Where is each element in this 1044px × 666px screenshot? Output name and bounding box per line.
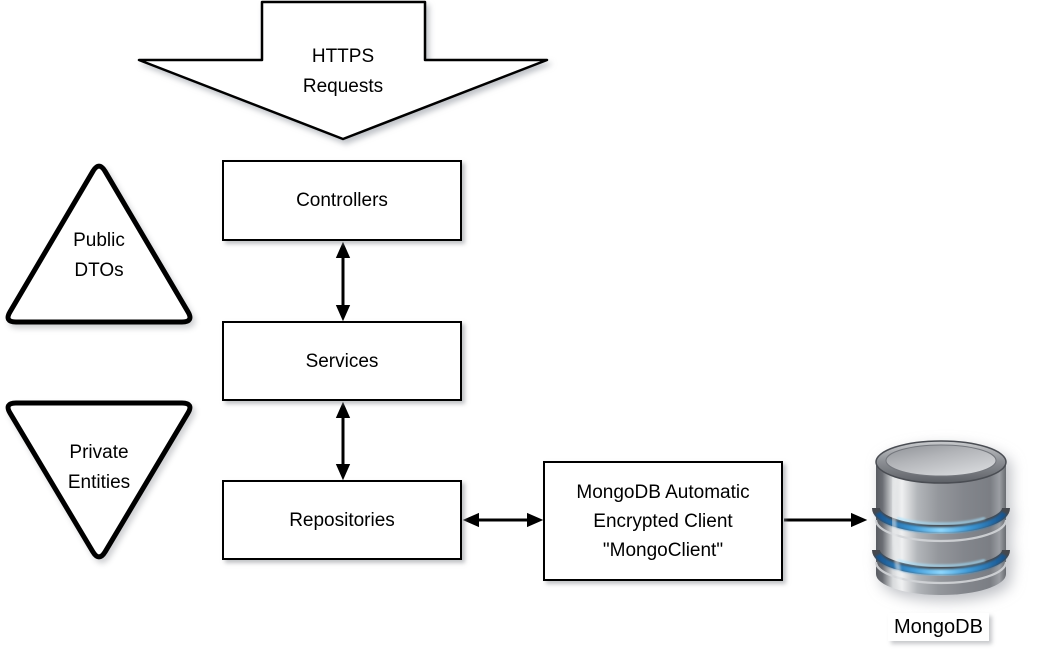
mongodb-label: MongoDB	[888, 613, 989, 641]
mongodb-database-icon	[872, 440, 1010, 595]
services-box: Services	[222, 321, 462, 401]
db-highlight-streak	[891, 473, 904, 587]
controllers-label: Controllers	[296, 190, 388, 211]
mongo-client-line3: "MongoClient"	[602, 539, 724, 561]
client-database-connector	[784, 512, 868, 528]
services-label: Services	[305, 350, 379, 372]
private-entities-line2: Entities	[67, 472, 131, 493]
db-lid	[875, 440, 1007, 484]
services-repositories-connector	[335, 401, 351, 481]
mongo-client-box: MongoDB Automatic Encrypted Client "Mong…	[543, 461, 783, 581]
db-groove-top	[872, 507, 1010, 543]
https-requests-line1: HTTPS	[311, 46, 375, 67]
public-dtos-label: Public DTOs	[29, 226, 169, 286]
private-entities-label: Private Entities	[29, 438, 169, 498]
mongo-client-line1: MongoDB Automatic	[576, 481, 750, 503]
https-requests-line2: Requests	[302, 76, 384, 97]
controllers-services-connector	[335, 241, 351, 322]
https-requests-label: HTTPS Requests	[243, 42, 443, 102]
mongo-client-line2: Encrypted Client	[593, 510, 733, 532]
repositories-client-connector	[462, 512, 544, 528]
public-dtos-line2: DTOs	[74, 260, 124, 281]
private-entities-line1: Private	[69, 442, 129, 463]
repositories-label: Repositories	[289, 509, 395, 531]
public-dtos-line1: Public	[73, 230, 125, 251]
controllers-box: Controllers	[222, 160, 462, 241]
repositories-box: Repositories	[222, 480, 462, 560]
db-groove-bottom	[872, 549, 1010, 585]
